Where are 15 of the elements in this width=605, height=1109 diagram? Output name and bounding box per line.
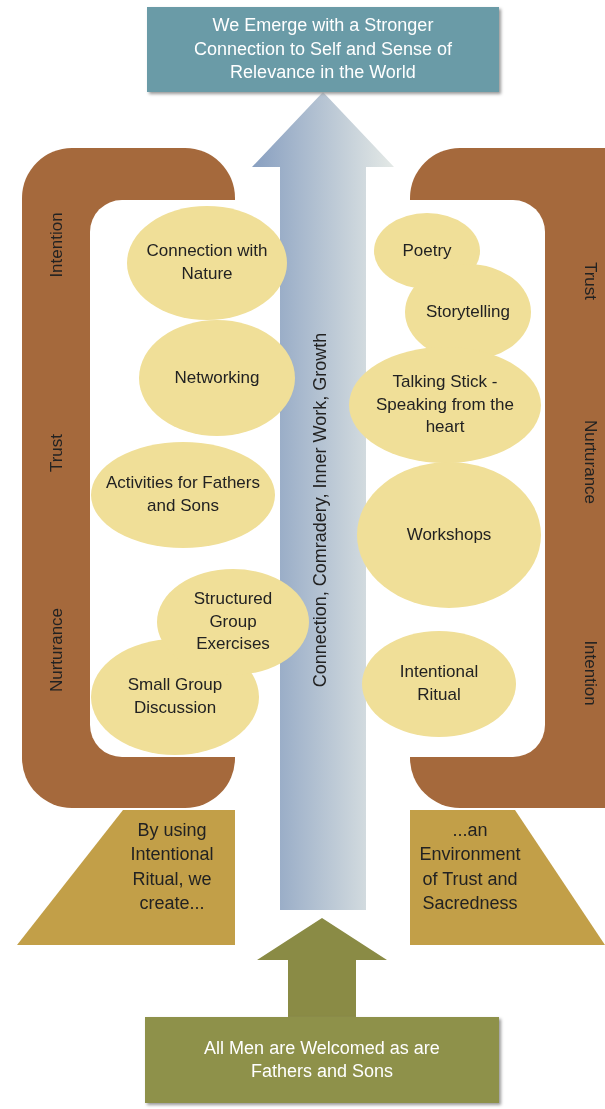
panel-text: ...an Environment of Trust and Sacredness — [418, 819, 522, 915]
trapezoid-panel — [17, 810, 235, 945]
band-label: Nurturance — [47, 607, 67, 693]
panel-text: By using Intentional Ritual, we create... — [129, 819, 215, 915]
welcome-box: All Men are Welcomed as are Fathers and Sons — [145, 1017, 499, 1103]
band-label: Intention — [47, 212, 67, 278]
growth-arrow — [252, 92, 394, 910]
band-label: Intention — [580, 640, 600, 706]
up-arrow — [257, 918, 387, 1017]
band-label: Trust — [580, 261, 600, 301]
outcome-box: We Emerge with a Stronger Connection to Self and Sense of Relevance in the World — [147, 7, 499, 92]
edge-label: Connection, Comradery, Inner Work, Growth — [309, 332, 331, 688]
band-label: Nurturance — [580, 419, 600, 505]
band-label: Trust — [47, 433, 67, 473]
trapezoid-panel — [410, 810, 605, 945]
